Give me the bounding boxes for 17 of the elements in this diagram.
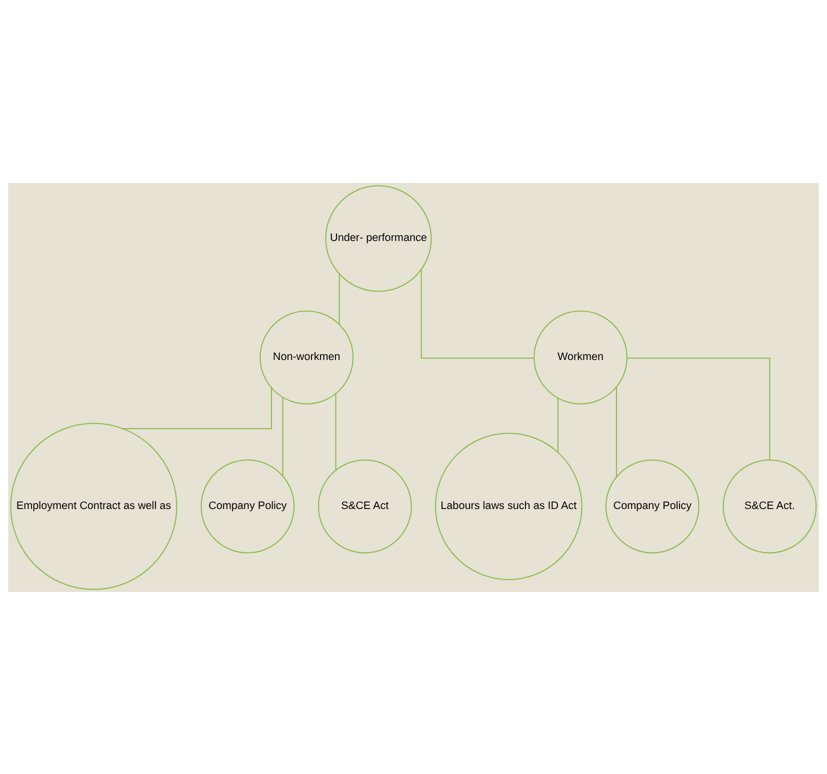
node-circle: Company Policy — [605, 458, 700, 553]
node-circle: Non-workmen — [260, 310, 354, 404]
node-circle: S&CE Act — [318, 458, 412, 553]
connector — [338, 274, 340, 324]
connector — [122, 387, 272, 429]
connector — [627, 357, 770, 460]
connector — [335, 393, 336, 470]
connector — [557, 398, 558, 452]
node-circle: Under- performance — [325, 184, 432, 292]
node-circle: S&CE Act. — [722, 458, 817, 553]
connector — [282, 396, 284, 476]
node-circle: Company Policy — [200, 458, 295, 553]
connector — [616, 386, 617, 476]
connector — [420, 269, 534, 358]
node-circle: Labours laws such as ID Act — [434, 432, 582, 580]
node-circle: Employment Contract as well as — [10, 422, 178, 590]
node-circle: Workmen — [534, 310, 628, 404]
